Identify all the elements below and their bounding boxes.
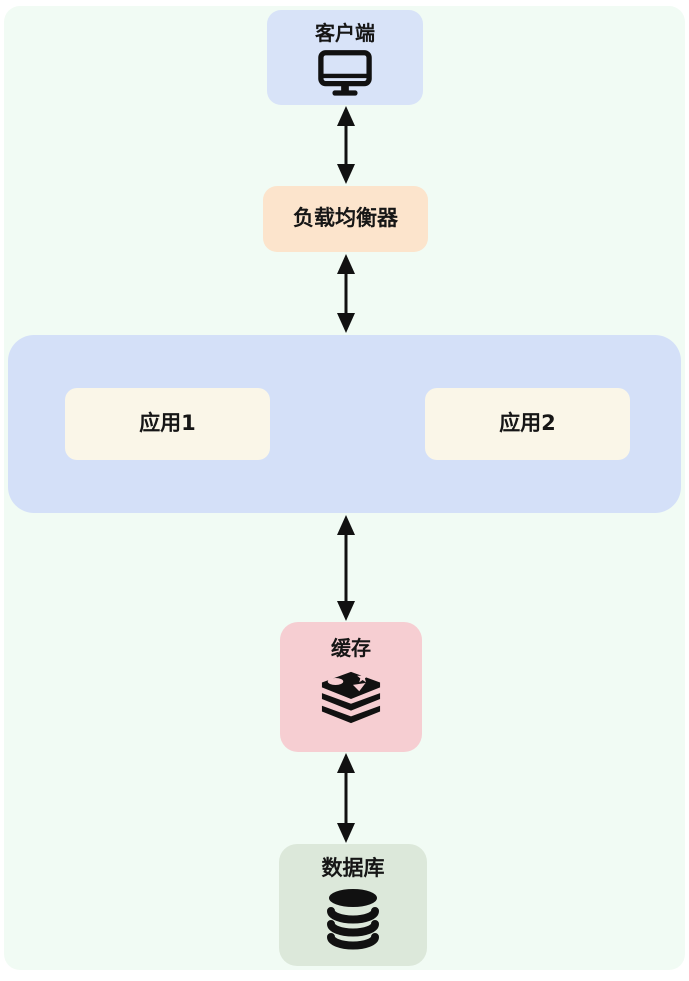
node-app-tier: 应用1 应用2	[8, 335, 681, 513]
node-app-2: 应用2	[425, 388, 630, 460]
node-app-1: 应用1	[65, 388, 270, 460]
cache-label: 缓存	[331, 636, 371, 660]
node-load-balancer: 负载均衡器	[263, 186, 428, 252]
database-icon	[327, 889, 379, 950]
node-cache: 缓存	[280, 622, 422, 752]
node-client: 客户端	[267, 10, 423, 105]
arrow-client-loadbalancer	[337, 106, 355, 184]
arrow-cache-database	[337, 753, 355, 843]
node-database: 数据库	[279, 844, 427, 966]
redis-icon	[321, 671, 381, 724]
arrow-apptier-cache	[337, 515, 355, 621]
load-balancer-label: 负载均衡器	[293, 206, 398, 231]
app-2-label: 应用2	[499, 411, 556, 436]
arrow-loadbalancer-apptier	[337, 254, 355, 333]
client-label: 客户端	[315, 21, 375, 45]
app-1-label: 应用1	[139, 411, 196, 436]
monitor-icon	[318, 50, 372, 96]
database-label: 数据库	[321, 856, 385, 880]
